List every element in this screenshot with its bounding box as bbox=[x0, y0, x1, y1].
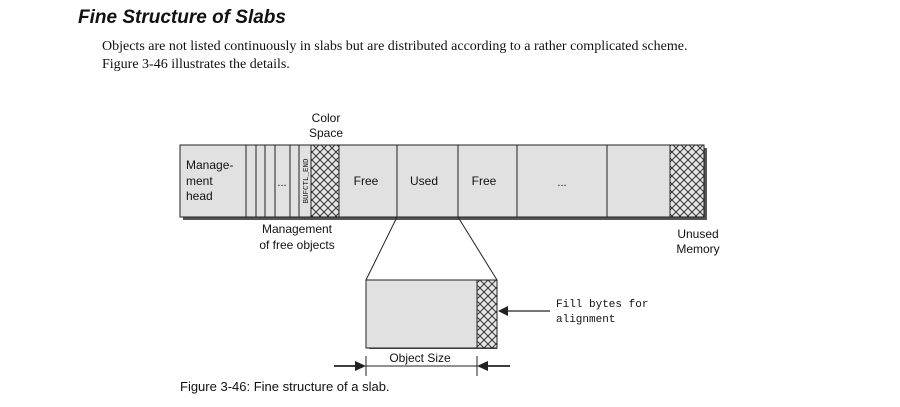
unused-memory-label-1: Unused bbox=[677, 227, 718, 241]
zoom-line-right bbox=[457, 216, 498, 281]
color-space-region bbox=[310, 144, 340, 218]
color-space-label-1: Color bbox=[312, 111, 341, 125]
slab-bar bbox=[179, 144, 705, 218]
object-size-arrow-right bbox=[477, 361, 488, 371]
mgmt-free-label-1: Management bbox=[262, 222, 333, 236]
object-size-label: Object Size bbox=[389, 351, 451, 365]
paragraph-line-2: Figure 3-46 illustrates the details. bbox=[102, 57, 290, 72]
unused-memory-region bbox=[669, 144, 705, 218]
object-free-label-1: Free bbox=[354, 174, 379, 188]
color-space-label-2: Space bbox=[309, 126, 343, 140]
bufctl-end-label: BUFCTL_END bbox=[303, 158, 311, 204]
object-used-label: Used bbox=[410, 174, 438, 188]
object-free-label-2: Free bbox=[472, 174, 497, 188]
object-size-arrow-left bbox=[355, 361, 366, 371]
mgmt-head-label-3: head bbox=[186, 189, 213, 203]
unused-memory-label-2: Memory bbox=[676, 242, 719, 256]
mgmt-head-label-1: Manage- bbox=[186, 158, 233, 172]
mgmt-ellipsis: ... bbox=[277, 177, 286, 189]
object-detail-box bbox=[365, 279, 498, 349]
fill-bytes-label-1: Fill bytes for bbox=[556, 299, 648, 311]
paragraph-line-1: Objects are not listed continuously in s… bbox=[102, 39, 688, 54]
mgmt-free-label-2: of free objects bbox=[259, 238, 334, 252]
zoom-line-left bbox=[365, 216, 398, 281]
figure-caption: Figure 3-46: Fine structure of a slab. bbox=[180, 379, 390, 394]
fill-bytes-arrowhead bbox=[498, 306, 508, 316]
fill-bytes-region bbox=[476, 279, 498, 349]
section-title: Fine Structure of Slabs bbox=[78, 7, 286, 28]
mgmt-head-label-2: ment bbox=[186, 174, 213, 188]
objects-ellipsis: ... bbox=[557, 177, 566, 189]
fill-bytes-label-2: alignment bbox=[556, 314, 615, 326]
body-paragraph: Objects are not listed continuously in s… bbox=[102, 38, 882, 74]
